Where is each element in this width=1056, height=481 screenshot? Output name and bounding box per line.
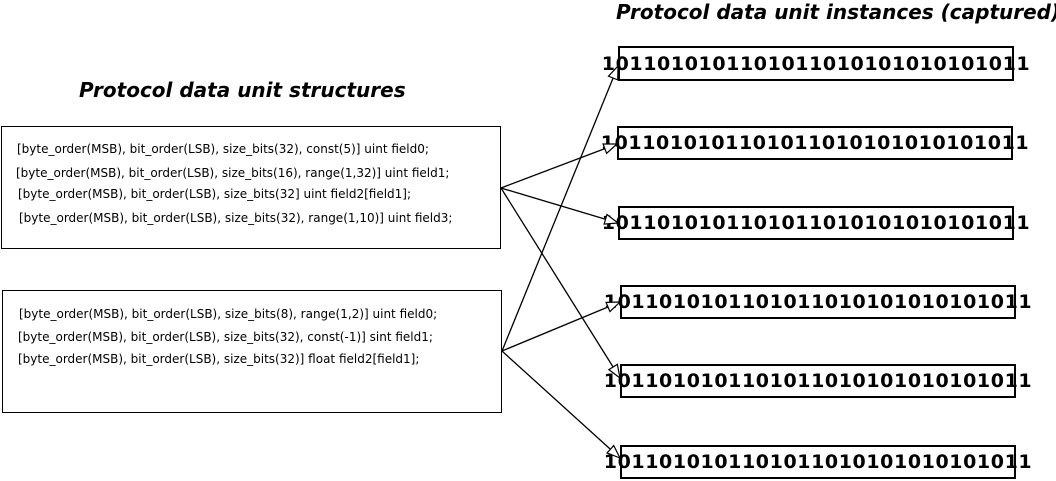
pdu-instance-bits: 1011010101101011010101010101011 [601,212,1031,234]
structure-2-field-2: [byte_order(MSB), bit_order(LSB), size_b… [18,352,420,366]
arrowhead-icon [602,143,619,155]
connector-line-1 [500,148,606,189]
connector-line-5 [501,306,609,352]
arrowhead-icon [603,213,620,225]
pdu-instance-box-4: 1011010101101011010101010101011 [604,285,1032,319]
pdu-instance-box-2: 1011010101101011010101010101011 [601,126,1029,160]
structures-heading: Protocol data unit structures [79,78,406,102]
pdu-instance-bits: 1011010101101011010101010101011 [603,370,1033,392]
structure-1-field-1: [byte_order(MSB), bit_order(LSB), size_b… [16,166,450,180]
connector-line-6 [501,350,611,450]
instances-heading: Protocol data unit instances (captured) [616,0,1056,24]
pdu-instance-box-3: 1011010101101011010101010101011 [602,206,1030,240]
pdu-instance-bits: 1011010101101011010101010101011 [603,291,1033,313]
pdu-structure-box-1: [byte_order(MSB), bit_order(LSB), size_b… [1,126,501,249]
arrowhead-icon [605,444,622,460]
pdu-instance-bits: 1011010101101011010101010101011 [603,451,1033,473]
arrowhead-icon [607,363,621,380]
structure-1-field-3: [byte_order(MSB), bit_order(LSB), size_b… [19,211,453,225]
pdu-structure-box-2: [byte_order(MSB), bit_order(LSB), size_b… [2,290,502,413]
pdu-instance-bits: 1011010101101011010101010101011 [600,132,1030,154]
pdu-instance-box-1: 1011010101101011010101010101011 [602,46,1030,81]
pdu-instance-box-5: 1011010101101011010101010101011 [604,364,1032,398]
structure-1-field-2: [byte_order(MSB), bit_order(LSB), size_b… [18,187,412,201]
connector-line-2 [500,187,606,220]
structure-2-field-1: [byte_order(MSB), bit_order(LSB), size_b… [18,330,433,344]
arrowhead-icon [607,64,619,81]
connector-line-4 [501,77,614,352]
structure-1-field-0: [byte_order(MSB), bit_order(LSB), size_b… [17,142,429,156]
structure-2-field-0: [byte_order(MSB), bit_order(LSB), size_b… [19,307,438,321]
pdu-instance-box-6: 1011010101101011010101010101011 [604,445,1032,479]
pdu-instance-bits: 1011010101101011010101010101011 [601,52,1031,75]
arrowhead-icon [605,301,622,313]
connector-line-3 [500,187,614,368]
